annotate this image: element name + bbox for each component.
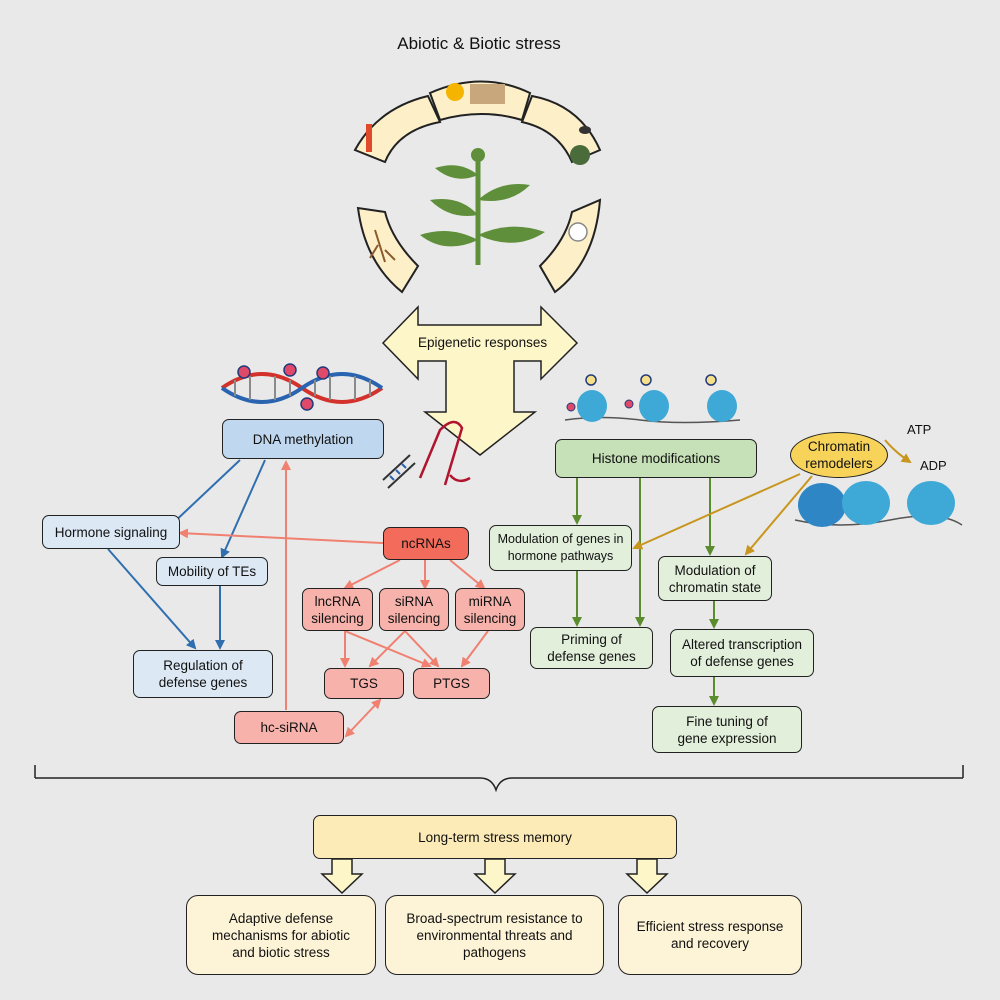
dry-soil-icon bbox=[470, 84, 505, 104]
summary-bracket bbox=[34, 765, 964, 793]
priming-defense-genes-box: Priming of defense genes bbox=[530, 627, 653, 669]
methyl-group-icon bbox=[237, 365, 251, 379]
plant-stress-illustration bbox=[353, 80, 602, 294]
mobility-of-tes-box: Mobility of TEs bbox=[156, 557, 268, 586]
histone-arrows bbox=[572, 478, 719, 706]
mirna-silencing-box: miRNA silencing bbox=[455, 588, 525, 631]
broad-spectrum-resistance-box: Broad-spectrum resistance to environment… bbox=[385, 895, 604, 975]
ncrnas-box: ncRNAs bbox=[383, 527, 469, 560]
histone-modifications-box: Histone modifications bbox=[555, 439, 757, 478]
tgs-box: TGS bbox=[324, 668, 404, 699]
memory-down-arrows bbox=[320, 858, 669, 895]
long-term-stress-memory-box: Long-term stress memory bbox=[313, 815, 677, 859]
roots-icon bbox=[369, 229, 396, 263]
nucleosome-strand-icon bbox=[564, 374, 741, 424]
hormone-signaling-box: Hormone signaling bbox=[42, 515, 180, 549]
methylation-arrows bbox=[107, 459, 266, 650]
sun-icon bbox=[446, 83, 464, 101]
hc-sirna-box: hc-siRNA bbox=[234, 711, 344, 744]
atp-label: ATP bbox=[907, 422, 932, 437]
dna-methylation-box: DNA methylation bbox=[222, 419, 384, 459]
remodeler-arrows bbox=[632, 473, 813, 556]
virus-icon bbox=[570, 145, 590, 165]
insect-icon bbox=[579, 126, 591, 134]
modulation-hormone-pathways-box: Modulation of genes in hormone pathways bbox=[489, 525, 632, 571]
fine-tuning-gene-expression-box: Fine tuning of gene expression bbox=[652, 706, 802, 753]
epigenetic-response-arrow bbox=[381, 305, 579, 456]
chromatin-nucleosomes-icon bbox=[794, 481, 963, 527]
regulation-defense-genes-box: Regulation of defense genes bbox=[133, 650, 273, 698]
lncrna-silencing-box: lncRNA silencing bbox=[302, 588, 373, 631]
thermometer-icon bbox=[366, 124, 372, 152]
epigenetic-responses-label: Epigenetic responses bbox=[418, 335, 548, 350]
chromatin-remodelers-ellipse: Chromatin remodelers bbox=[790, 432, 888, 478]
adaptive-defense-box: Adaptive defense mechanisms for abiotic … bbox=[186, 895, 376, 975]
rna-hairpin-icon bbox=[382, 420, 471, 489]
diagram-title: Abiotic & Biotic stress bbox=[397, 34, 561, 53]
ncrna-arrows bbox=[178, 460, 489, 738]
efficient-stress-response-box: Efficient stress response and recovery bbox=[618, 895, 802, 975]
altered-transcription-box: Altered transcription of defense genes bbox=[670, 629, 814, 677]
histone-mark-icon bbox=[585, 374, 597, 386]
adp-label: ADP bbox=[920, 458, 947, 473]
ptgs-box: PTGS bbox=[413, 668, 490, 699]
modulation-chromatin-state-box: Modulation of chromatin state bbox=[658, 556, 772, 601]
dna-strand-icon bbox=[220, 363, 384, 411]
atp-adp-arrow bbox=[884, 439, 912, 464]
sirna-silencing-box: siRNA silencing bbox=[379, 588, 449, 631]
bacteria-icon bbox=[568, 222, 588, 242]
